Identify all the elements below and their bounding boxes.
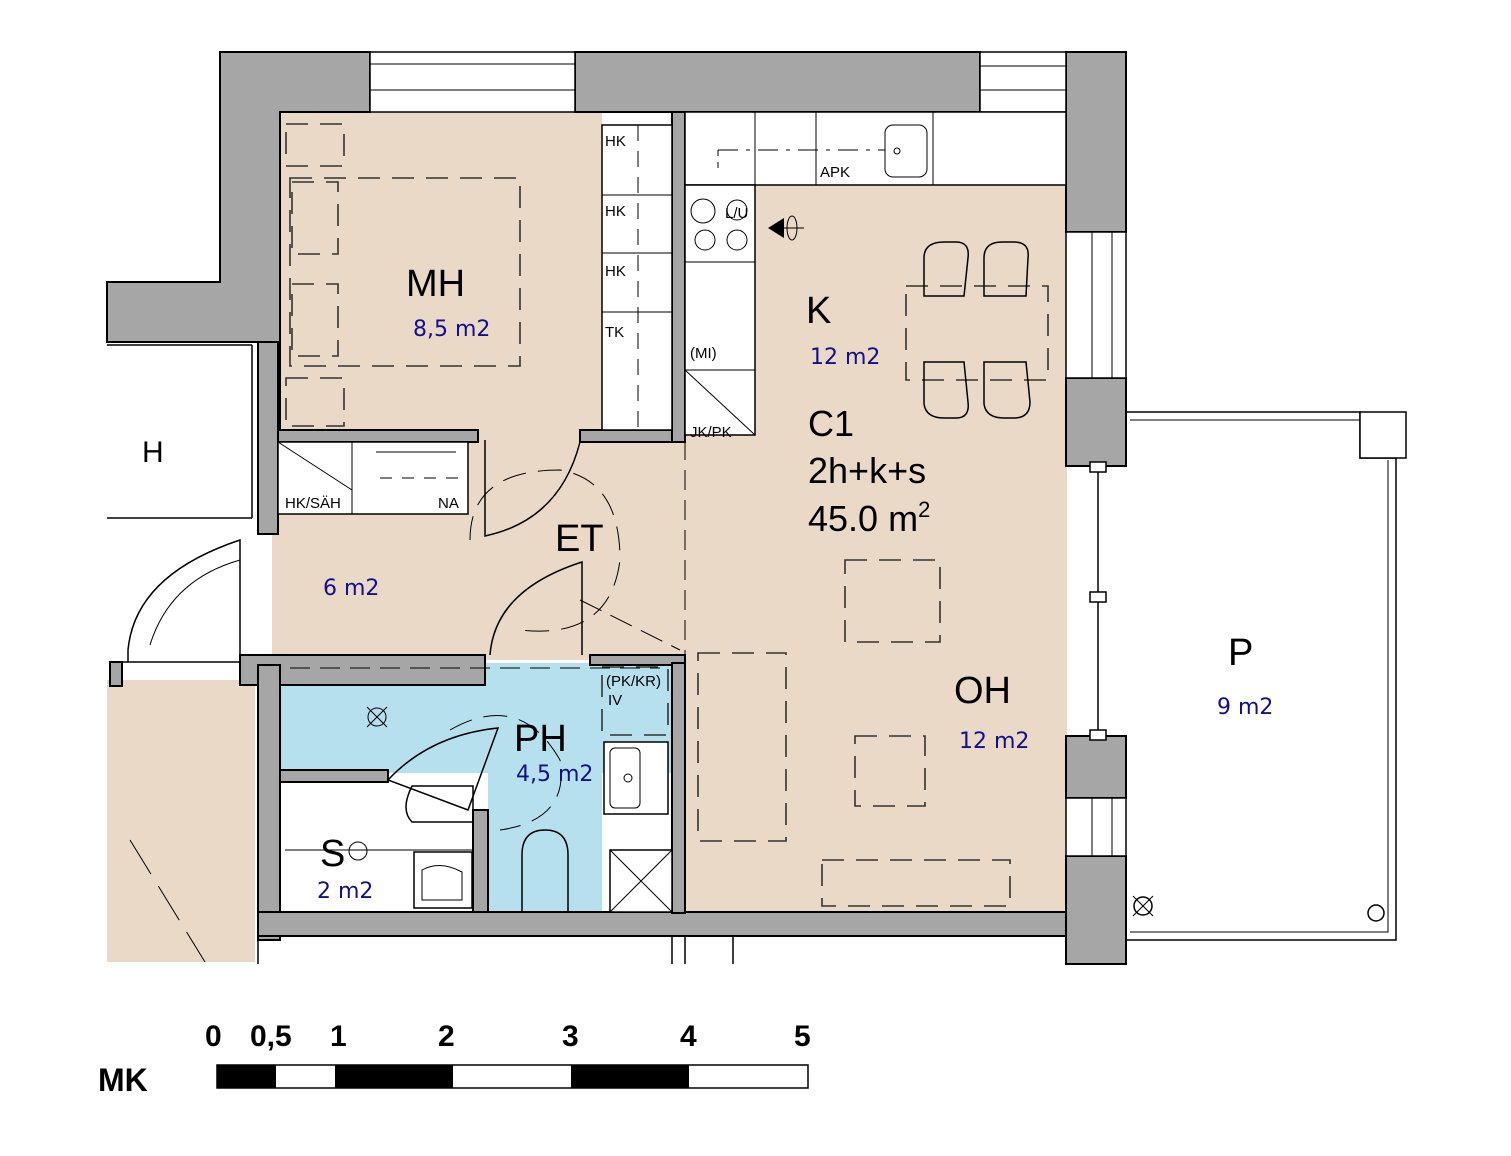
wall-south <box>257 911 1067 937</box>
apartment-type: 2h+k+s <box>808 450 926 491</box>
bedroom-furniture <box>285 123 673 431</box>
walls <box>106 51 1127 965</box>
fixture-label-iv: IV <box>608 692 622 709</box>
room-area-k: 12 m2 <box>810 345 880 370</box>
scale-tick: 4 <box>680 1020 697 1053</box>
room-label-mh: MH <box>406 263 465 305</box>
room-label-k: K <box>806 290 831 332</box>
door-swing <box>484 440 581 537</box>
fixture-label-hk: HK <box>605 203 626 220</box>
washbasin-icon <box>603 741 669 815</box>
chair <box>983 241 1029 297</box>
wall-west-upper <box>257 341 279 535</box>
room-area-p: 9 m2 <box>1217 695 1273 720</box>
drain-icon <box>1367 904 1385 922</box>
living-room-furniture <box>579 440 1011 907</box>
wall-stub <box>109 661 123 687</box>
fixture-label-mi: (MI) <box>690 345 717 362</box>
fixture-label-hksah: HK/SÄH <box>285 495 341 512</box>
hall-area <box>107 344 253 963</box>
toilet-icon <box>521 829 569 913</box>
dining-set <box>905 241 1049 419</box>
room-area-ph: 4,5 m2 <box>516 762 593 787</box>
wall-closets <box>671 111 686 443</box>
scale-bar: MK 0 0,5 1 2 3 4 5 <box>98 1020 811 1098</box>
fixture-label-apk: APK <box>820 164 850 181</box>
wall-north <box>574 51 981 113</box>
scale-tick: 2 <box>438 1020 455 1053</box>
room-label-s: S <box>320 833 345 875</box>
fixture-label-tk: TK <box>605 324 624 341</box>
floor-kitchen <box>755 185 1067 435</box>
wall-mid-east <box>589 654 686 666</box>
wall-ph-east <box>671 662 686 914</box>
wall-mh-south-2 <box>579 429 683 443</box>
fixture-label-lu: L/U <box>725 205 748 222</box>
window-mh <box>369 51 576 113</box>
sauna-fixtures <box>285 785 474 909</box>
floor-oh <box>685 430 1067 912</box>
stove-icon <box>690 198 716 224</box>
entry-door-swing <box>127 538 241 662</box>
floor-neighbor <box>107 680 255 962</box>
scale-tick: 1 <box>330 1020 347 1053</box>
apartment-area: 45.0 m2 <box>808 497 930 539</box>
wall-east-3 <box>1065 855 1127 965</box>
room-label-et: ET <box>555 518 604 560</box>
room-label-oh: OH <box>954 670 1011 712</box>
sink-icon <box>884 124 928 178</box>
lower-boundary <box>257 936 1067 964</box>
wall-west-lower <box>257 664 281 941</box>
scale-tick: 5 <box>794 1020 811 1053</box>
balcony-post <box>1359 411 1407 459</box>
scale-segment <box>217 1065 276 1088</box>
closet-block <box>601 124 673 431</box>
room-area-mh: 8,5 m2 <box>413 317 490 342</box>
fixture-label-jkpk: JK/PK <box>690 424 732 441</box>
apartment-code: C1 <box>808 403 854 444</box>
chair <box>983 361 1031 419</box>
window-east-1 <box>1065 231 1127 379</box>
windows <box>369 51 1127 857</box>
wall-east-1 <box>1065 377 1127 467</box>
lamp-icon <box>348 841 368 861</box>
scale-tick: 0,5 <box>250 1020 292 1053</box>
chair <box>923 361 969 419</box>
door-swing <box>489 560 583 656</box>
room-area-oh: 12 m2 <box>959 729 1029 754</box>
floor-ph-bottom <box>488 760 602 912</box>
window-kitchen <box>979 51 1067 113</box>
vent-icon <box>768 218 784 238</box>
scale-segment <box>335 1065 453 1088</box>
lamp-icon <box>1133 896 1153 916</box>
chair <box>923 241 969 297</box>
kitchen-units <box>684 111 1067 436</box>
balcony <box>1126 411 1407 941</box>
lamp-icon <box>367 707 387 727</box>
door-swing <box>386 727 500 811</box>
fixture-label-pkkr: (PK/KR) <box>606 673 661 690</box>
window-east-2 <box>1065 797 1127 857</box>
scale-tick: 0 <box>205 1020 222 1053</box>
room-area-et: 6 m2 <box>323 576 379 601</box>
wall-sauna-top <box>279 769 389 783</box>
room-label-ph: PH <box>514 718 567 760</box>
wall-east-2 <box>1065 735 1127 799</box>
scale-label: MK <box>98 1062 148 1098</box>
scale-segment <box>571 1065 689 1088</box>
wall-north-east <box>1065 51 1127 233</box>
fixture-label-hk: HK <box>605 133 626 150</box>
bathroom-fixtures <box>290 666 673 913</box>
room-label-h: H <box>142 436 164 469</box>
room-area-s: 2 m2 <box>317 879 373 904</box>
scale-tick: 3 <box>562 1020 579 1053</box>
wall-sauna-ph <box>472 809 489 913</box>
fixture-label-na: NA <box>438 495 459 512</box>
room-label-p: P <box>1228 632 1253 674</box>
wall-mh-south <box>277 429 479 443</box>
entry-fixtures <box>277 440 621 656</box>
fixture-label-hk: HK <box>605 263 626 280</box>
